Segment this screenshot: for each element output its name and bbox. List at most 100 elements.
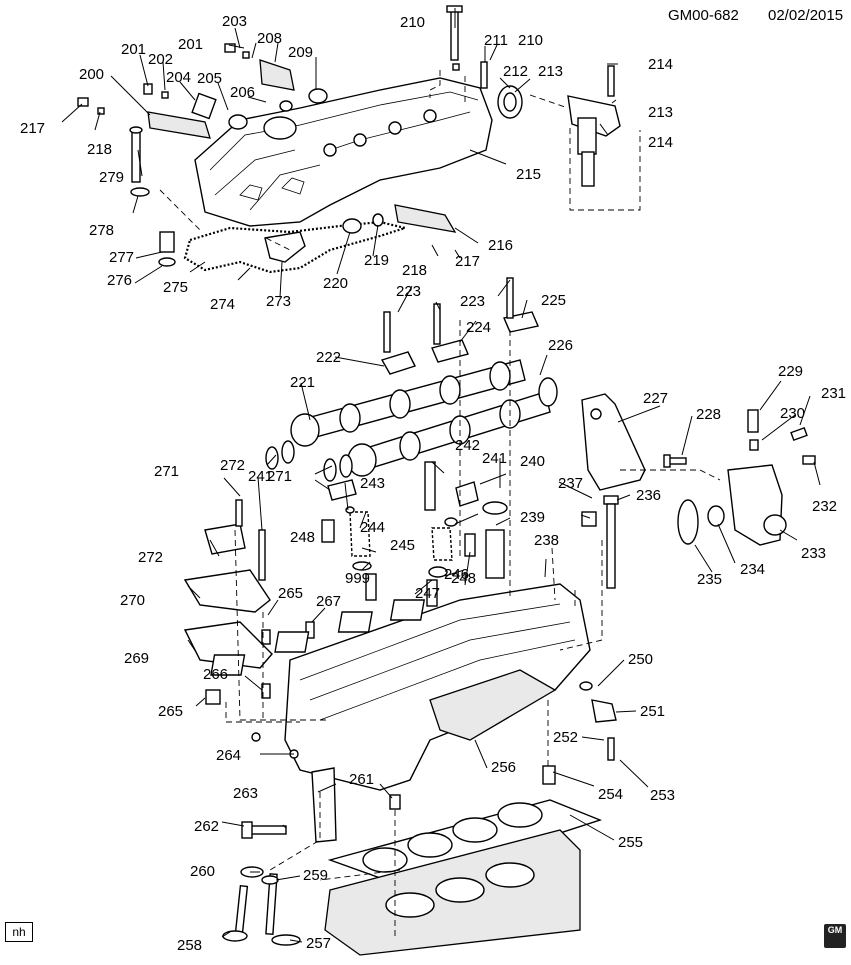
- callout-labels: 203 201 208 201 202 209 200 204 205 206 …: [20, 13, 846, 954]
- engine-block: [324, 829, 581, 956]
- callout-217b: 217: [455, 253, 480, 270]
- gm-logo: GM: [824, 924, 846, 948]
- callout-273: 273: [266, 293, 291, 310]
- callout-259: 260: [190, 863, 215, 880]
- callout-225: 225: [541, 292, 566, 309]
- bolt-209: [480, 61, 488, 89]
- callout-204: 205: [197, 70, 222, 87]
- callout-270: 272: [138, 549, 163, 566]
- callout-275: 275: [163, 279, 188, 296]
- callout-248b: 248: [290, 529, 315, 546]
- callout-228: 228: [696, 406, 721, 423]
- callout-274: 274: [210, 296, 235, 313]
- callout-267: 271: [267, 468, 292, 485]
- callout-260: 261: [349, 771, 374, 788]
- plug-264: [205, 689, 221, 705]
- callout-252: 253: [650, 787, 675, 804]
- callout-261: 262: [194, 818, 219, 835]
- head-bolt-236: [603, 495, 619, 589]
- callout-268: 269: [124, 650, 149, 667]
- callout-235: 235: [697, 571, 722, 588]
- water-outlet-housing: [727, 409, 816, 546]
- callout-226: 226: [548, 337, 573, 354]
- callout-244: 244: [360, 519, 385, 536]
- callout-242: 242: [455, 437, 480, 454]
- callout-247: 247: [415, 585, 440, 602]
- ignition-coil: [567, 95, 641, 211]
- callout-224: 224: [466, 319, 491, 336]
- callout-266: 267: [316, 593, 341, 610]
- callout-218b: 218: [402, 262, 427, 279]
- callout-213: 213: [648, 104, 673, 121]
- rocker-assemblies: [183, 499, 315, 699]
- callout-240: 240: [520, 453, 545, 470]
- callout-203: 204: [166, 69, 191, 86]
- callout-277: 277: [109, 249, 134, 266]
- callout-269: 270: [120, 592, 145, 609]
- valvetrain-components: [321, 461, 479, 607]
- callout-241b: 241: [248, 468, 273, 485]
- engine-bracket: [581, 393, 646, 491]
- dowel-260: [389, 794, 401, 810]
- callout-243: 243: [360, 475, 385, 492]
- callout-276: 276: [107, 272, 132, 289]
- tensioner-bolt: [129, 126, 150, 197]
- callout-223: 223: [396, 283, 421, 300]
- callout-229: 229: [778, 363, 803, 380]
- callout-218: 218: [87, 141, 112, 158]
- callout-238: 238: [534, 532, 559, 549]
- oil-fill-seal: [497, 85, 523, 119]
- grommet-210: [452, 63, 460, 71]
- camshaft-actuator-solenoid-right: [259, 59, 328, 112]
- callout-215: 215: [516, 166, 541, 183]
- dowel-253: [542, 765, 556, 785]
- bracket-bolt: [663, 454, 687, 468]
- callout-231: 231: [821, 385, 846, 402]
- valves: [222, 866, 301, 946]
- callout-210b: 212: [503, 63, 528, 80]
- callout-262: 263: [233, 785, 258, 802]
- callout-241: 241: [482, 450, 507, 467]
- camshaft-actuator-solenoid-left: [147, 92, 248, 139]
- callout-272: 272: [220, 457, 245, 474]
- callout-246: 246: [444, 566, 469, 583]
- callout-200: 200: [79, 66, 104, 83]
- callout-999: 999: [345, 570, 370, 587]
- callout-201b: 201: [178, 36, 203, 53]
- housing-seals: [677, 499, 725, 545]
- callout-209: 210: [518, 32, 543, 49]
- plug-263: [251, 732, 261, 742]
- callout-202b: 202: [148, 51, 173, 68]
- callout-239: 239: [520, 509, 545, 526]
- intake-camshaft: [290, 359, 526, 447]
- leader-lines: [61, 8, 821, 943]
- coil-bolt: [607, 65, 615, 97]
- callout-263: 264: [216, 747, 241, 764]
- cylinder-head: [210, 583, 591, 791]
- camshaft-cover: [194, 77, 493, 227]
- callout-211: 213: [538, 63, 563, 80]
- camshaft-position-sensor: [579, 681, 617, 761]
- callout-258: 259: [303, 867, 328, 884]
- callout-257: 258: [177, 937, 202, 954]
- callout-216: 216: [488, 237, 513, 254]
- callout-245: 245: [390, 537, 415, 554]
- lift-bracket: [311, 767, 337, 843]
- camshaft-position-actuator-valve: [342, 204, 457, 234]
- camshaft-seals: [265, 440, 353, 482]
- callout-214: 214: [648, 134, 673, 151]
- callout-234: 234: [740, 561, 765, 578]
- callout-222: 222: [316, 349, 341, 366]
- callout-207: 209: [288, 44, 313, 61]
- doc-date: 02/02/2015: [768, 7, 843, 24]
- callout-249: 250: [628, 651, 653, 668]
- callout-265b: 266: [203, 666, 228, 683]
- callout-202: 203: [222, 13, 247, 30]
- callout-208: 210: [400, 14, 425, 31]
- callout-205: 206: [230, 84, 255, 101]
- bracket-hole: [590, 408, 602, 420]
- callout-233: 233: [801, 545, 826, 562]
- callout-253: 254: [598, 786, 623, 803]
- callout-248: 248: [451, 570, 476, 587]
